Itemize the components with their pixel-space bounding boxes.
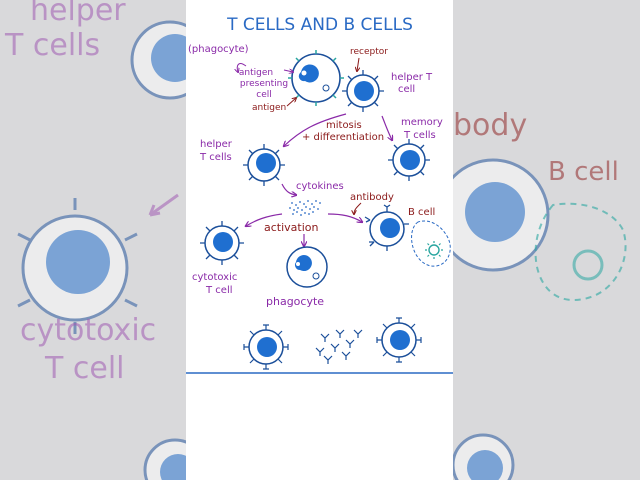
apc-label-2: presenting: [240, 79, 288, 89]
bg-arrow: [148, 193, 179, 217]
cytotoxic-label-1: cytotoxic: [192, 272, 237, 283]
bg-tcell-label: T cell: [44, 351, 124, 386]
antibody-arrow: [354, 202, 362, 214]
phagocyte-arrow: [237, 63, 247, 72]
receptor-label: receptor: [350, 47, 388, 57]
mitosis-label: mitosis: [326, 120, 362, 131]
mitosis-arrow-left: [284, 113, 347, 146]
bg-bcell-label: B cell: [548, 157, 619, 187]
activation-label: activation: [264, 221, 319, 234]
free-antibodies: [315, 329, 363, 364]
activation-arrow-right: [327, 213, 362, 222]
bg-bcell-nucleus: [572, 249, 604, 281]
helper-t-cell-top: [342, 70, 384, 112]
background-right-panel: body B cell: [453, 108, 627, 480]
b-cell-with-antibodies: [364, 204, 409, 251]
antigen-arrow: [286, 98, 296, 107]
b-cell-outline: [411, 220, 451, 267]
bg-cell-bottom-right: [453, 433, 515, 480]
bg-helper-label: helper: [30, 0, 126, 28]
bg-cell-bottom: [143, 438, 186, 480]
memory-label-2: T cells: [403, 130, 436, 141]
b-cell-nucleus-icon: [425, 241, 443, 259]
cytotoxic-t-cell: [200, 221, 244, 265]
bg-cell-top: [130, 20, 186, 100]
phagocyte-paren-label: (phagocyte): [188, 44, 249, 55]
page-title: T CELLS AND B CELLS: [226, 15, 413, 35]
diagram-page: T CELLS AND B CELLS (phagocyte) antigen …: [186, 0, 453, 480]
helper-t-cell-left: [243, 144, 285, 186]
cytokines-label: cytokines: [296, 181, 344, 192]
cytokine-dots: [289, 200, 321, 216]
mitosis-arrow-right: [381, 115, 392, 140]
apc-label-3: cell: [256, 90, 272, 100]
helper-t-top-label-1: helper T: [391, 72, 433, 83]
bottom-b-cell-left: [243, 324, 289, 370]
antigen-presenting-cell: [288, 50, 344, 106]
b-cell-label: B cell: [408, 207, 435, 218]
antibody-label: antibody: [350, 192, 394, 203]
memory-label-1: memory: [401, 117, 443, 128]
bg-tcells-label: T cells: [4, 28, 100, 63]
differentiation-label: + differentiation: [302, 132, 384, 143]
helper-t-top-label-2: cell: [398, 84, 415, 95]
activation-arrow-left: [246, 213, 283, 226]
helper-left-label-1: helper: [200, 139, 233, 150]
bottom-b-cell-right: [376, 317, 422, 363]
diagram-canvas: T CELLS AND B CELLS (phagocyte) antigen …: [186, 15, 453, 374]
cytokines-arrow: [281, 183, 296, 195]
apc-label-1: antigen: [239, 68, 273, 78]
receptor-arrow: [357, 57, 359, 71]
background-left-panel: helper T cells cytotoxic T cell: [4, 0, 186, 480]
apc-arrow: [283, 70, 293, 72]
phagocyte-cell: [286, 246, 328, 288]
bg-cell-right: [453, 158, 550, 272]
antigen-label: antigen: [252, 103, 286, 113]
bg-bcell-outline: [534, 202, 627, 302]
cytotoxic-label-2: T cell: [205, 285, 233, 296]
bg-cytotoxic-label: cytotoxic: [20, 313, 156, 348]
bg-cell-mid: [17, 198, 138, 334]
phagocyte-label: phagocyte: [266, 295, 324, 308]
memory-t-cell: [388, 139, 430, 181]
bg-body-label: body: [453, 108, 527, 143]
helper-left-label-2: T cells: [199, 152, 232, 163]
